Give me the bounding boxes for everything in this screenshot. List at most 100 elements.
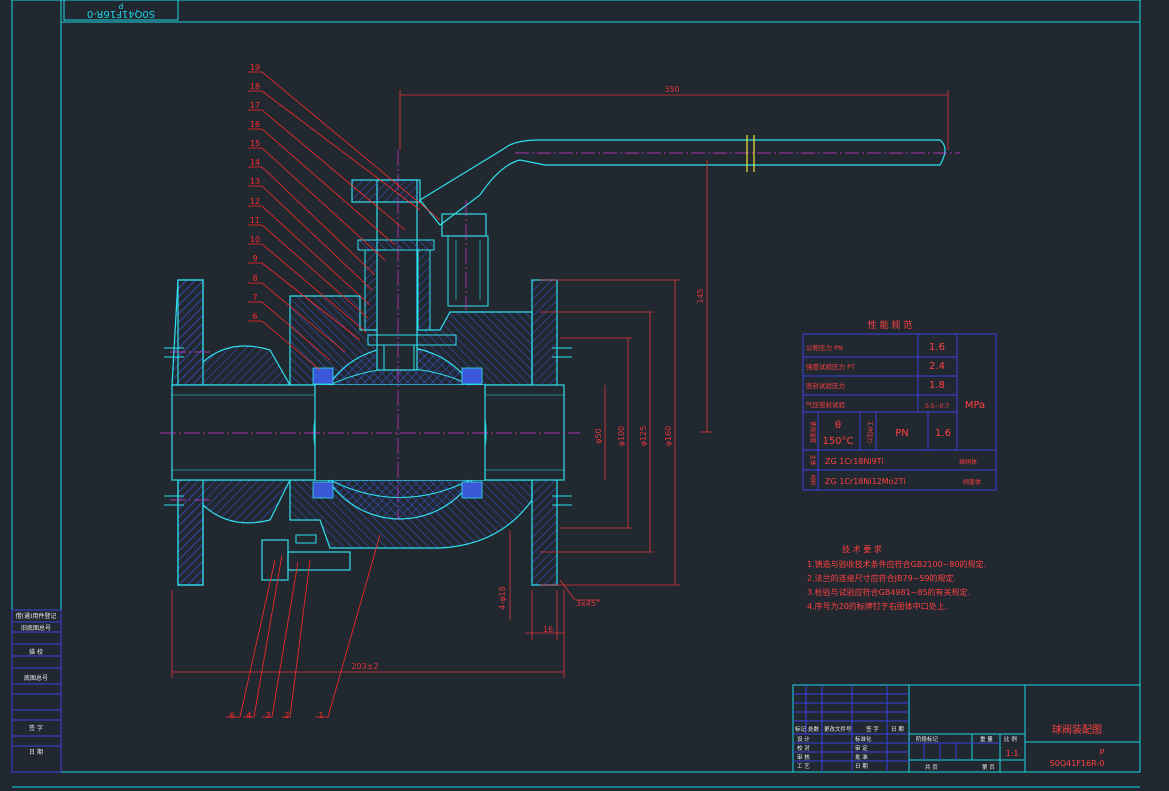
tech-requirements: 技 术 要 求 1.铸造与验收技术条件应符合GB2100~80的规定. 2.法兰… (807, 544, 986, 611)
part-label: 12 (250, 197, 260, 206)
header-code-line2: S0Q41F16R-0 (87, 8, 155, 19)
part-label: 7 (252, 293, 257, 302)
left-col-label-1: 描 校 (29, 648, 43, 656)
performance-table: 性 能 规 范 公称压力 PN 强度试验压力 PT 密封试验压力 气压密封试验 … (802, 319, 997, 491)
tb-role: 设 计 (797, 735, 810, 743)
part-label: 4 (246, 711, 251, 720)
perf-temp-sym: θ (835, 420, 841, 431)
perf-row-label: 密封试验压力 (806, 381, 845, 390)
tech-req-title: 技 术 要 求 (842, 544, 882, 554)
part-labels-bottom: 6 4 3 2 1 (229, 711, 323, 720)
tb-stage-label: 阶段标记 (916, 735, 939, 743)
left-col-label-4: 日 期 (29, 748, 43, 756)
valve-section-drawing (160, 135, 960, 586)
handle (419, 139, 946, 226)
left-registration-column (11, 609, 62, 773)
perf-press-sym: PN (895, 428, 909, 439)
tb-weight-label: 重 量 (980, 735, 993, 743)
perf-material-side-1: 主体 (809, 454, 817, 466)
tb-code-line2: S0Q41F16R-0 (1050, 759, 1105, 768)
part-label: 6 (252, 312, 257, 321)
perf-row-value: 2.4 (929, 361, 945, 372)
part-label: 2 (284, 711, 289, 720)
perf-unit: MPa (965, 400, 985, 411)
dim-flange: 16 (543, 625, 553, 634)
left-col-label-2: 底图总号 (24, 674, 48, 682)
header-code-box: P S0Q41F16R-0 (63, 0, 179, 21)
tb-role: 工 艺 (797, 763, 810, 770)
tb-role2: 标准化 (855, 735, 872, 743)
perf-material-note: 阀盖体 (963, 478, 981, 486)
tb-drawing-title: 球阀装配图 (1052, 723, 1102, 736)
tech-req-item: 4.序号为20的标牌钉于右图体中口处上. (807, 601, 947, 611)
part-label: 19 (250, 63, 260, 72)
tb-scale: 1:1 (1006, 749, 1019, 758)
dim-height: 145 (696, 288, 705, 303)
tb-scale-label: 比 例 (1004, 735, 1017, 743)
part-label: 1 (318, 711, 323, 720)
perf-material-name: ZG 1Cr18Ni12Mo2Ti (825, 477, 906, 486)
dim-chamfer: 3x45° (576, 599, 600, 608)
perf-row-label: 气压密封试验 (806, 400, 846, 409)
tb-role2: 批 准 (855, 753, 868, 761)
tb-col-header: 签 字 (866, 725, 879, 733)
tb-col-header: 标记 (795, 725, 807, 733)
tech-req-item: 2.法兰的连接尺寸应符合JB79~59的规定. (807, 573, 956, 583)
perf-row-value: 1.6 (929, 342, 945, 353)
left-col-label-3: 签 字 (29, 724, 43, 732)
drawing-frame (11, 0, 1141, 788)
dim-d125: φ125 (639, 426, 648, 447)
part-label: 15 (250, 139, 260, 148)
tb-role: 审 核 (797, 753, 810, 761)
perf-material-side-2: 材料 (809, 474, 817, 486)
tb-role2: 日 期 (855, 763, 868, 770)
perf-press-side: 工作压力 (866, 421, 874, 443)
dimension-text: 350 145 φ50 φ100 φ125 φ160 203±2 4-φ18 1… (351, 85, 705, 671)
perf-material-note: 球阀体 (959, 458, 977, 466)
left-col-label-extra: 旧底图总号 (21, 624, 51, 632)
part-label: 3 (265, 711, 270, 720)
perf-row-value: 0.5~0.7 (925, 403, 949, 410)
dim-holes: 4-φ18 (498, 586, 507, 609)
header-code-line1: P (118, 1, 123, 10)
part-label: 14 (250, 158, 260, 167)
perf-row-value: 1.8 (929, 380, 945, 391)
dim-d100: φ100 (617, 426, 626, 447)
tech-req-item: 3.检验与试验应符合GB4981~85的有关规定. (807, 587, 970, 597)
tb-role: 校 对 (797, 744, 810, 752)
tb-col-header: 更改文件号 (824, 725, 852, 733)
part-label: 8 (252, 274, 257, 283)
dimension-lines (171, 90, 949, 678)
dim-length: 203±2 (351, 662, 378, 671)
part-label: 16 (250, 120, 260, 129)
dim-handle-length: 350 (664, 85, 679, 94)
part-label: 9 (252, 254, 257, 263)
tb-col-header: 日 期 (891, 726, 904, 733)
part-label: 6 (229, 711, 234, 720)
tb-sheet-total: 共 页 (925, 763, 938, 771)
tech-req-item: 1.铸造与验收技术条件应符合GB2100~80的规定. (807, 559, 986, 569)
left-col-label-0: 借(通)用件登记 (16, 612, 57, 620)
part-label: 13 (250, 177, 260, 186)
perf-row-label: 强度试验压力 PT (806, 362, 855, 371)
tb-role2: 审 定 (855, 744, 868, 752)
tb-sheet-no: 第 页 (982, 763, 995, 771)
part-label: 18 (250, 82, 260, 91)
tb-col-header: 处数 (808, 725, 820, 733)
dim-d50: φ50 (594, 428, 603, 443)
tb-code-line1: P (1100, 748, 1105, 757)
part-leaders (226, 71, 441, 718)
stem (376, 179, 418, 371)
part-label: 11 (250, 216, 260, 225)
part-label: 10 (250, 235, 260, 244)
perf-press-val: 1.6 (935, 428, 951, 439)
title-block: 标记 处数 更改文件号 签 字 日 期 设 计 校 对 审 核 工 艺 标准化 … (792, 684, 1141, 773)
left-registration-labels: 借(通)用件登记 描 校 底图总号 旧底图总号 签 字 日 期 (16, 612, 57, 756)
perf-temp-side: 使用温度 (809, 421, 817, 444)
part-label: 17 (250, 101, 260, 110)
perf-material-name: ZG 1Cr18Ni9Ti (825, 457, 884, 466)
dim-d160: φ160 (664, 426, 673, 447)
perf-table-title: 性 能 规 范 (868, 319, 913, 331)
perf-row-label: 公称压力 PN (806, 343, 843, 352)
